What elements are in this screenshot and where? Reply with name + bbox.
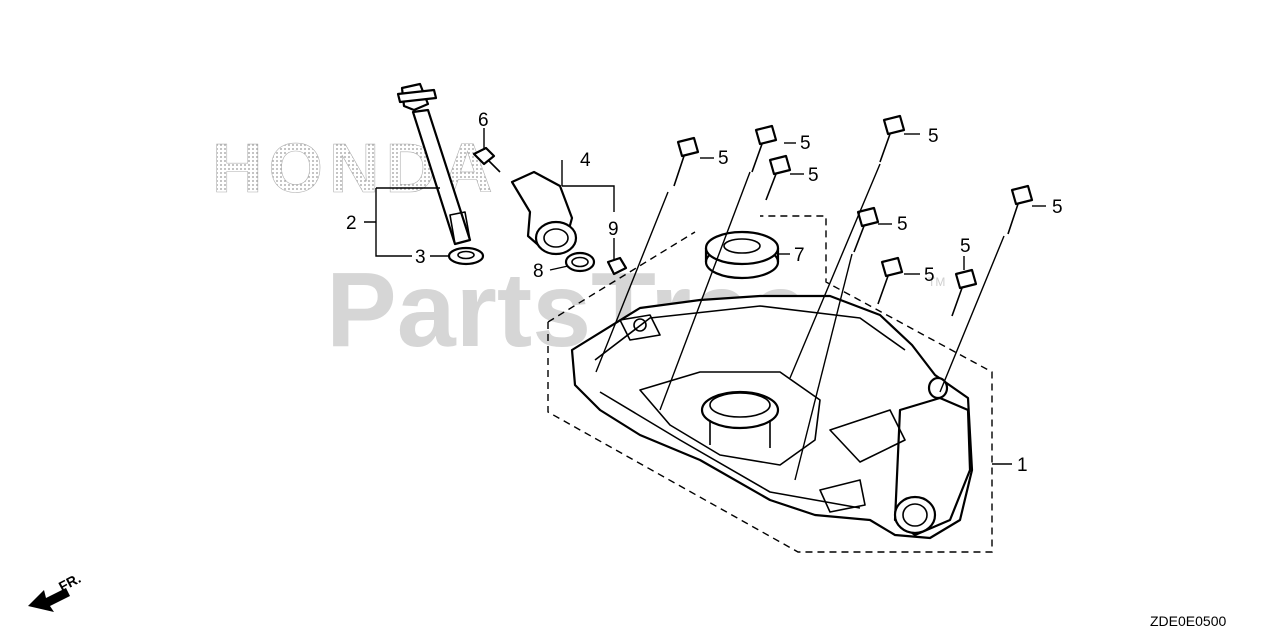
front-arrow-icon (28, 588, 70, 612)
leader-lines (364, 128, 1046, 481)
diagram-code: ZDE0E0500 (1150, 613, 1226, 629)
callout-5c: 5 (808, 165, 819, 186)
callout-2: 2 (346, 213, 357, 234)
crankcase-cover (570, 294, 974, 540)
front-label: FR. (56, 570, 83, 595)
callout-5a: 5 (718, 148, 729, 169)
callout-7: 7 (794, 245, 805, 266)
flange-bolts (673, 114, 1034, 317)
callout-5b: 5 (800, 133, 811, 154)
dipstick-washer (447, 246, 485, 266)
oil-dipstick (396, 82, 472, 246)
callout-3: 3 (415, 247, 426, 268)
callout-1: 1 (1017, 455, 1028, 476)
callout-5d: 5 (928, 126, 939, 147)
small-nut (606, 256, 628, 276)
callout-9: 9 (608, 219, 619, 240)
callout-4: 4 (580, 150, 591, 171)
oil-seal (704, 230, 780, 280)
front-direction-indicator: FR. (28, 570, 83, 612)
trademark-symbol: TM (928, 275, 945, 289)
oil-filler-pipe (510, 170, 578, 256)
callout-5e: 5 (897, 214, 908, 235)
o-ring (564, 251, 596, 273)
callout-5g: 5 (1052, 197, 1063, 218)
callout-5f: 5 (924, 265, 935, 286)
callout-8: 8 (533, 261, 544, 282)
callout-5h: 5 (960, 236, 971, 257)
callout-6: 6 (478, 110, 489, 131)
small-bolt (472, 146, 501, 173)
callout-labels: 1 2 3 4 5 5 5 5 5 5 5 5 6 7 8 9 (346, 110, 1063, 476)
